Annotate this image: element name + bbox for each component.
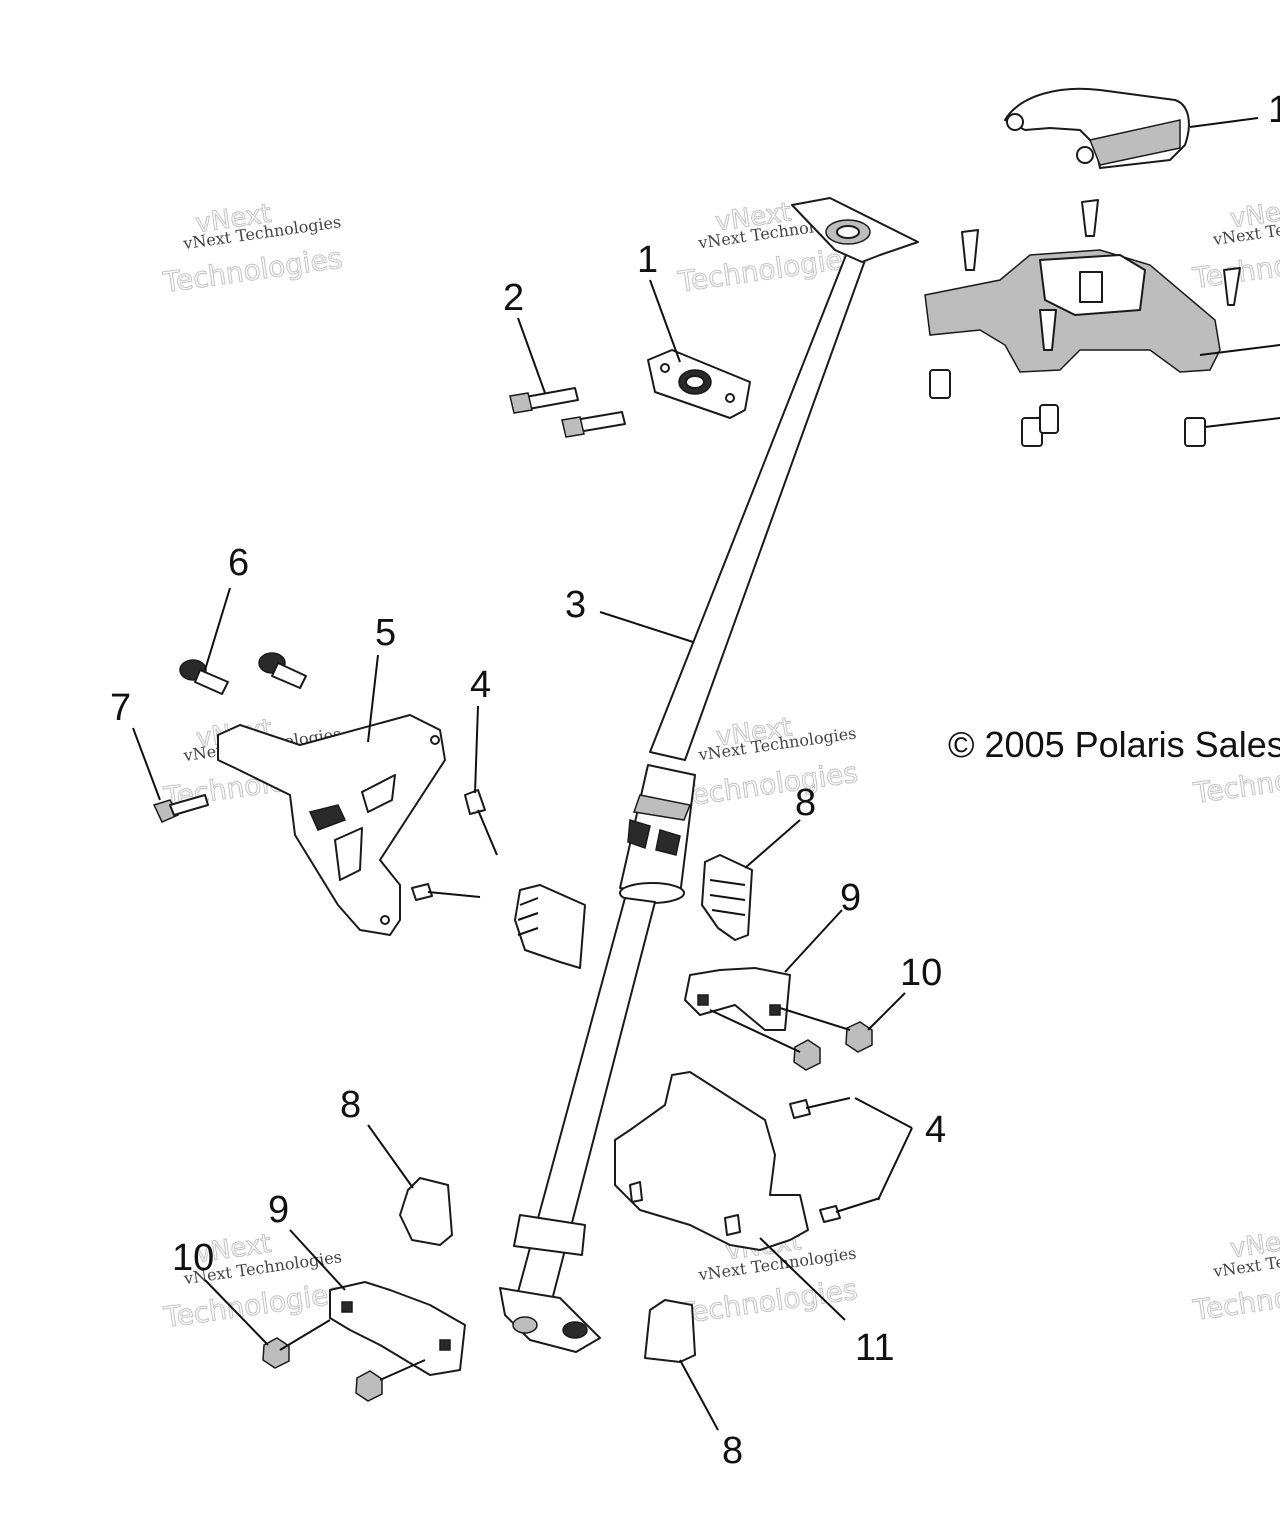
- left-mount-bracket: [217, 714, 446, 936]
- callout-11: 11: [855, 1327, 894, 1369]
- callout-10-upper: 10: [900, 952, 942, 994]
- bracket-bolts: [179, 652, 307, 695]
- clamp-bolts: [509, 387, 626, 438]
- upper-clamp-block: [647, 349, 751, 419]
- lower-mount-bracket: [614, 1071, 809, 1251]
- callout-labels: 1 1 2 3 4 5 6 7 8 9 10 4 8 9 10 11 8: [110, 89, 1280, 1472]
- housing-nuts: [929, 369, 1206, 447]
- bearing-clamp-upper: [684, 967, 791, 1031]
- callout-5: 5: [375, 612, 396, 654]
- leader-lines: [132, 117, 1280, 1431]
- callout-1-clamp: 1: [637, 239, 658, 281]
- callout-8-upper: 8: [795, 782, 816, 824]
- watermark-top-left: vNext vNext Technologies Technologies: [160, 198, 345, 299]
- bearing-clamp-lower: [329, 1281, 466, 1376]
- callout-3: 3: [565, 584, 586, 626]
- bracket-side-bolt: [152, 794, 209, 823]
- callout-9-lower: 9: [268, 1189, 289, 1231]
- callout-7: 7: [110, 687, 131, 729]
- rivets: [411, 789, 881, 1223]
- housing-screws: [961, 199, 1241, 306]
- callout-4-lower: 4: [925, 1109, 946, 1151]
- bushing-upper-right: [701, 854, 753, 941]
- steering-shaft: [499, 197, 919, 1353]
- callout-10-lower: 10: [172, 1237, 214, 1279]
- callout-1-cover: 1: [1268, 89, 1280, 131]
- callout-2: 2: [503, 277, 524, 319]
- flange-nuts: [262, 1021, 873, 1402]
- callout-8-bottom: 8: [722, 1430, 743, 1472]
- handlebar-cover-top: [1004, 87, 1190, 169]
- bushing-upper-left: [514, 884, 586, 969]
- handlebar-clamp-housing: [924, 249, 1221, 373]
- callout-6: 6: [228, 542, 249, 584]
- callout-4-upper: 4: [470, 664, 491, 706]
- svg-text:Technologies: Technologies: [676, 756, 860, 814]
- callout-8-mid: 8: [340, 1084, 361, 1126]
- watermark-bottom-right: vNext vNext Technologies Technologies: [1190, 1223, 1280, 1327]
- copyright-notice: © 2005 Polaris Sales: [948, 724, 1280, 765]
- bushing-lower-left: [399, 1177, 453, 1246]
- callout-9-upper: 9: [840, 877, 861, 919]
- bushing-lower-center: [644, 1299, 696, 1363]
